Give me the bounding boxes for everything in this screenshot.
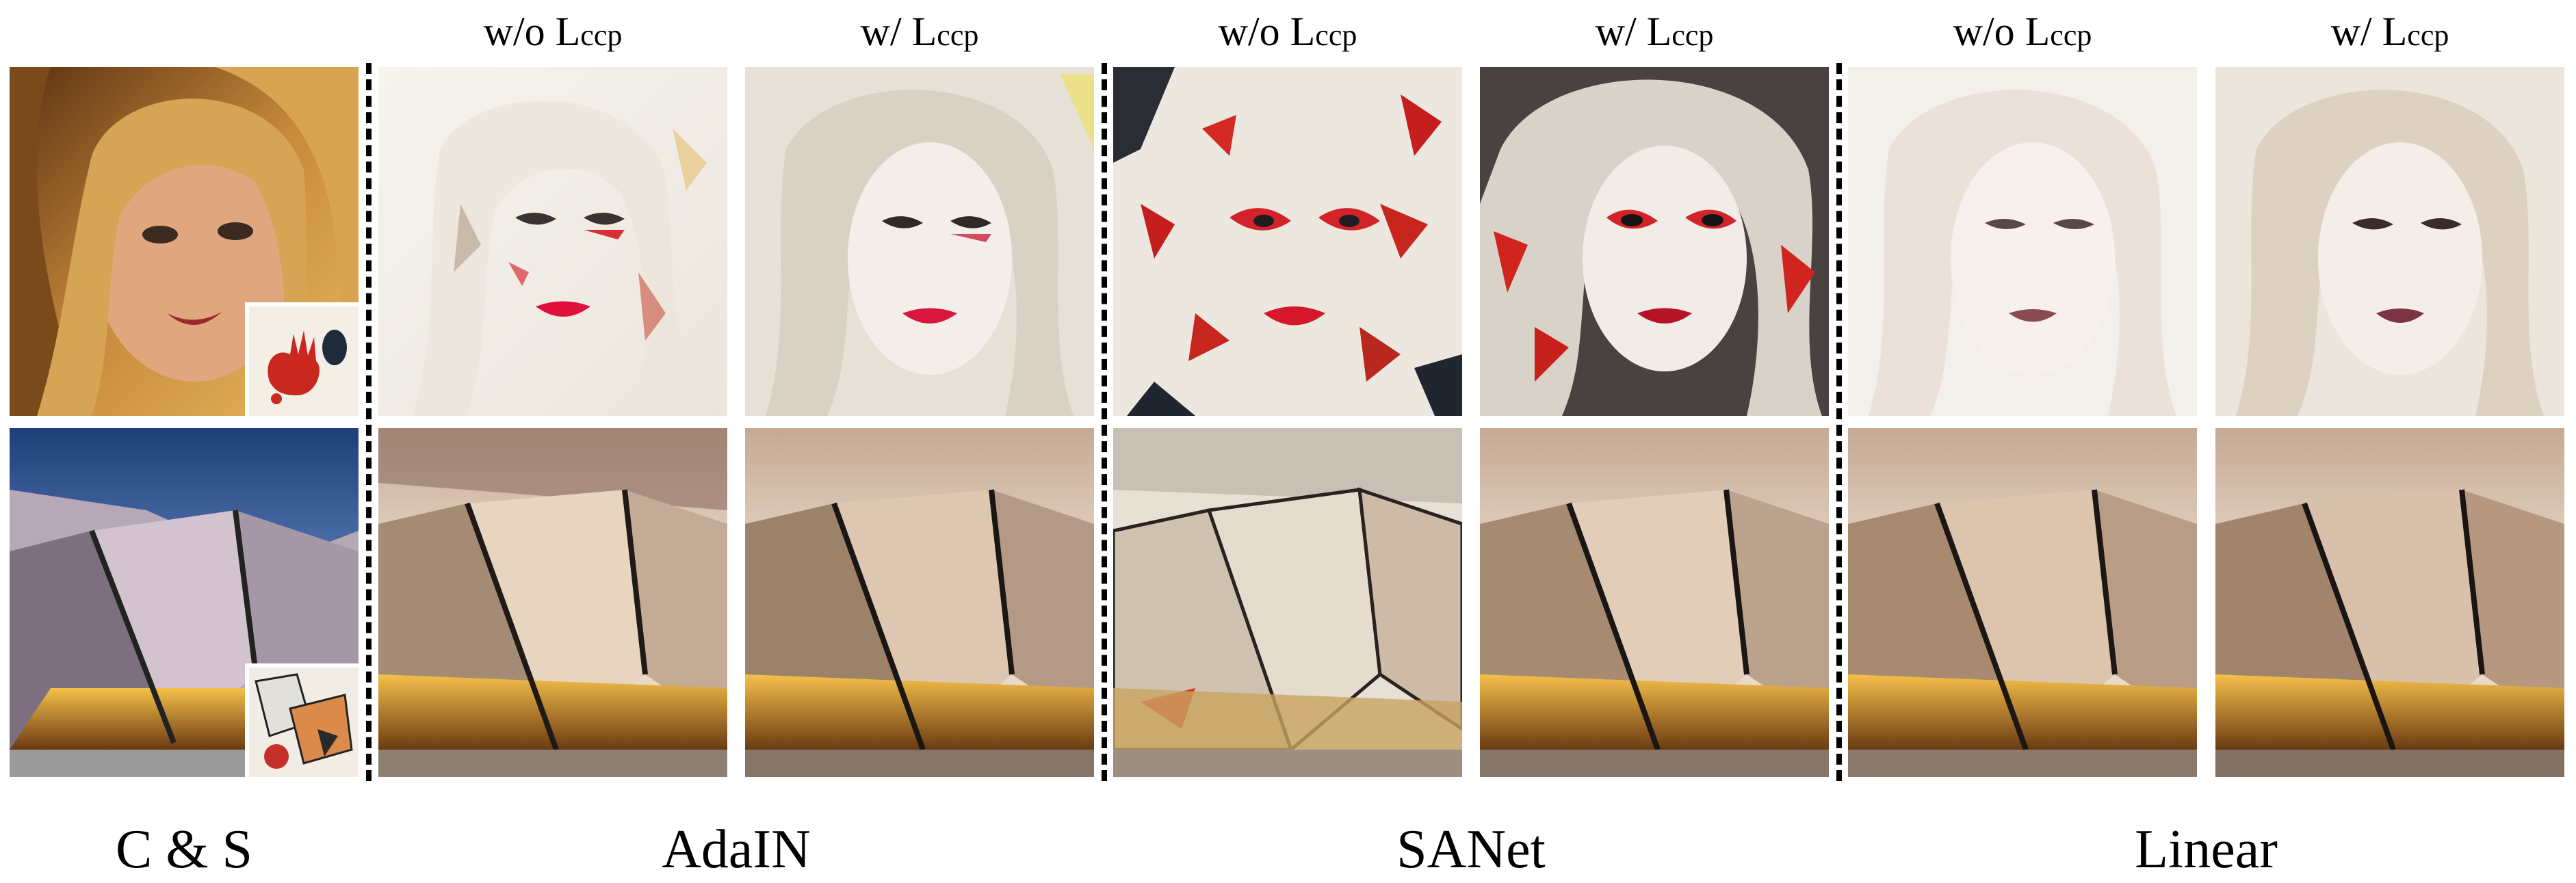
result-sanet-with-lccp-building <box>1480 428 1829 777</box>
column-header: w/ Lccp <box>1595 9 1714 54</box>
result-adain-with-lccp-portrait <box>745 67 1094 416</box>
result-linear-without-lccp-portrait <box>1848 67 2197 416</box>
group-label-linear: Linear <box>2135 819 2278 880</box>
group-label-sanet: SANet <box>1396 819 1546 880</box>
group-divider <box>1836 63 1842 781</box>
group-divider <box>1102 63 1107 781</box>
group-label-c-and-s: C & S <box>115 819 253 880</box>
result-adain-without-lccp-building <box>378 428 727 777</box>
column-header: w/ Lccp <box>2330 9 2449 54</box>
column-header: w/ Lccp <box>860 9 979 54</box>
column-header: w/o Lccp <box>483 9 623 54</box>
result-linear-with-lccp-building <box>2215 428 2564 777</box>
column-header: w/o Lccp <box>1953 9 2092 54</box>
result-linear-with-lccp-portrait <box>2215 67 2564 416</box>
result-sanet-without-lccp-portrait <box>1113 67 1462 416</box>
style-inset-handprint <box>245 302 359 416</box>
result-sanet-without-lccp-building <box>1113 428 1462 777</box>
content-image-portrait <box>10 67 359 416</box>
content-image-building <box>10 428 359 777</box>
style-inset-comic <box>245 663 359 777</box>
result-sanet-with-lccp-portrait <box>1480 67 1829 416</box>
result-linear-without-lccp-building <box>1848 428 2197 777</box>
result-adain-without-lccp-portrait <box>378 67 727 416</box>
column-header: w/o Lccp <box>1218 9 1357 54</box>
group-label-adain: AdaIN <box>662 819 811 880</box>
group-divider <box>366 63 372 781</box>
result-adain-with-lccp-building <box>745 428 1094 777</box>
